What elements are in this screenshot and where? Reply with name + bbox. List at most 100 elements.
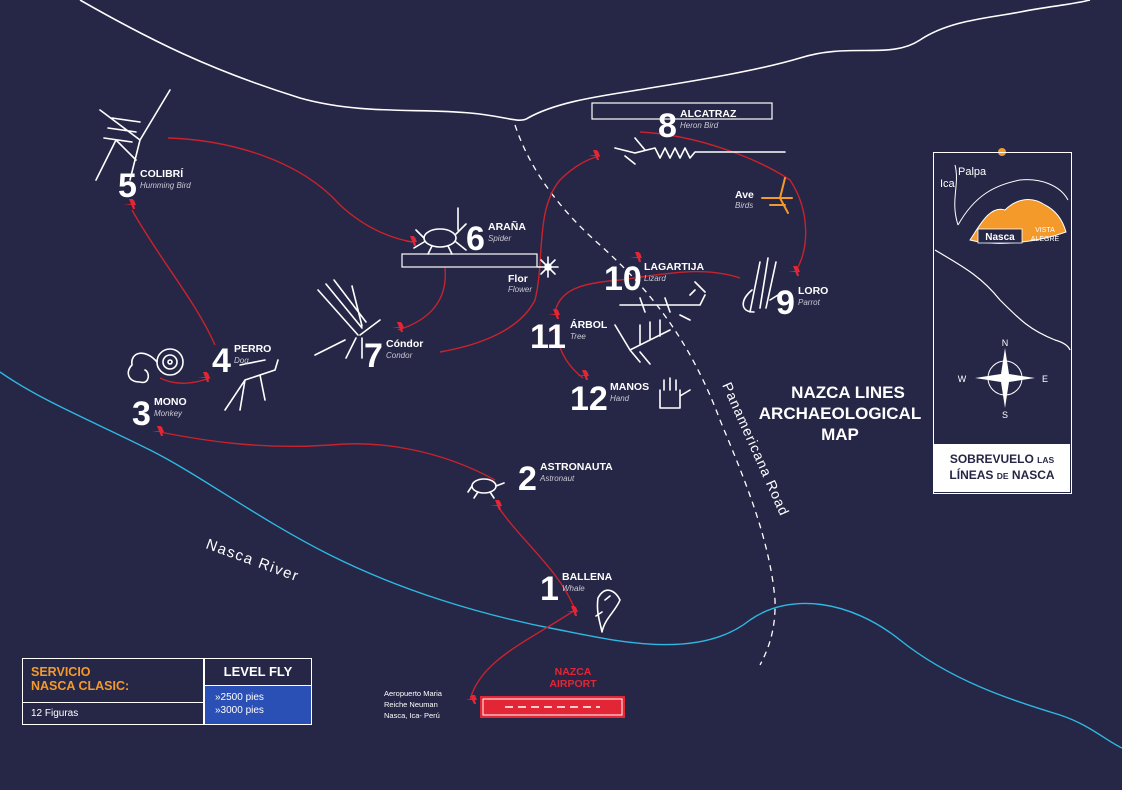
inset-region-line-1: VISTA: [1035, 227, 1055, 234]
inset-town-ica: Ica: [940, 178, 956, 190]
bird-icon: [761, 177, 793, 214]
figure-name: ASTRONAUTA: [540, 461, 613, 473]
airport-name-line-2: AIRPORT: [549, 678, 597, 690]
figure-name: MONO: [154, 396, 187, 408]
figure-number: 3: [132, 395, 151, 433]
plane-icon: [588, 150, 600, 160]
figure-name: ÁRBOL: [570, 318, 608, 331]
map-title-line-2: ARCHAEOLOGICAL: [759, 404, 921, 423]
figure-number: 9: [776, 284, 795, 322]
parrot-icon: [742, 257, 779, 313]
level-value-2: »3000 pies: [215, 705, 264, 716]
hummingbird-icon: [95, 89, 171, 181]
compass-s: S: [1002, 410, 1008, 420]
figure-name: ARAÑA: [488, 220, 526, 233]
level-value-1: »2500 pies: [215, 692, 264, 703]
plane-icon: [198, 372, 210, 382]
figure-sublabel: Dog: [234, 356, 249, 365]
spider-ground-line: [401, 253, 538, 268]
figure-name: MANOS: [610, 381, 649, 393]
figure-name: Cóndor: [386, 338, 423, 350]
level-fly-title: LEVEL FLY: [205, 659, 311, 686]
inset-region-line-2: ALEGRE: [1031, 236, 1060, 243]
figure-name: BALLENA: [562, 571, 613, 583]
figure-number: 4: [212, 342, 231, 380]
plane-icon: [405, 236, 417, 246]
legend-service: SERVICIO NASCA CLASIC: 12 Figuras: [22, 658, 204, 725]
figure-sublabel: Astronaut: [539, 474, 575, 483]
figure-number: 11: [530, 318, 566, 356]
plane-icon: [124, 199, 136, 209]
service-value: 12 Figuras: [23, 702, 203, 724]
figure-number: 5: [118, 167, 137, 205]
figure-sublabel: Humming Bird: [140, 181, 191, 190]
condor-icon: [314, 279, 381, 359]
airport-caption-2: Reiche Neuman: [384, 700, 438, 709]
hand-icon: [659, 377, 691, 409]
inset-frame: [933, 152, 1072, 494]
figure-sublabel: Lizard: [644, 274, 666, 283]
plane-icon: [630, 252, 642, 262]
inset-title: SOBREVUELO LAS LÍNEAS DE NASCA: [934, 444, 1070, 492]
flower-sublabel: Flower: [508, 285, 532, 294]
figure-sublabel: Condor: [386, 351, 413, 360]
figure-sublabel: Whale: [562, 584, 585, 593]
figure-number: 7: [364, 337, 383, 375]
spider-icon: [413, 207, 467, 255]
plane-icon: [392, 322, 404, 332]
figure-name: COLIBRÍ: [140, 167, 184, 180]
tree-icon: [614, 319, 671, 365]
bird-label: Ave: [735, 189, 754, 201]
panamericana-road: [514, 124, 776, 666]
figure-name: PERRO: [234, 343, 271, 355]
plane-icon: [577, 370, 589, 380]
map-title-line-1: NAZCA LINES: [791, 383, 905, 402]
monkey-icon: [127, 348, 184, 384]
compass-e: E: [1042, 374, 1048, 384]
plane-icon: [788, 266, 800, 276]
plane-icon: [152, 426, 164, 436]
dog-icon: [224, 359, 279, 411]
runway: [480, 696, 625, 718]
figure-sublabel: Tree: [570, 332, 586, 341]
heron-icon: [614, 137, 786, 165]
figure-number: 12: [570, 380, 608, 418]
figure-sublabel: Monkey: [154, 409, 183, 418]
compass-n: N: [1002, 338, 1009, 348]
flower-icon: [537, 256, 559, 278]
airport-name-line-1: NAZCA: [555, 666, 592, 678]
figure-sublabel: Spider: [488, 234, 511, 243]
nasca-river: [0, 371, 1122, 749]
inset-town-palpa: Palpa: [958, 166, 987, 178]
bird-sublabel: Birds: [735, 201, 753, 210]
figure-name: LAGARTIJA: [644, 261, 705, 273]
plane-icon: [465, 695, 477, 704]
figure-sublabel: Parrot: [798, 298, 821, 307]
compass-w: W: [958, 374, 967, 384]
map-title-line-3: MAP: [821, 425, 859, 444]
figure-number: 8: [658, 107, 677, 145]
figure-number: 2: [518, 460, 537, 498]
coastline: [79, 0, 1091, 121]
figure-number: 6: [466, 220, 485, 258]
figure-number: 10: [604, 260, 642, 298]
plane-icon: [490, 500, 502, 510]
airport-caption-1: Aeropuerto Maria: [384, 689, 443, 698]
inset-town-nasca: Nasca: [985, 232, 1015, 243]
figure-sublabel: Heron Bird: [680, 121, 719, 130]
astronaut-icon: [467, 478, 505, 499]
legend-level-fly: LEVEL FLY »2500 pies »3000 pies: [204, 658, 312, 725]
figure-sublabel: Hand: [610, 394, 630, 403]
airport-caption-3: Nasca, Ica- Perú: [384, 711, 440, 720]
figure-name: ALCATRAZ: [680, 108, 737, 120]
flower-label: Flor: [508, 273, 528, 285]
lizard-icon: [619, 281, 706, 321]
figure-name: LORO: [798, 285, 828, 297]
heron-ground-line: [591, 102, 773, 120]
service-title-line-1: SERVICIO: [31, 665, 91, 679]
figure-number: 1: [540, 570, 559, 608]
service-title-line-2: NASCA CLASIC:: [31, 679, 130, 693]
plane-icon: [566, 606, 578, 616]
whale-icon: [595, 589, 621, 633]
plane-icon: [548, 309, 560, 319]
